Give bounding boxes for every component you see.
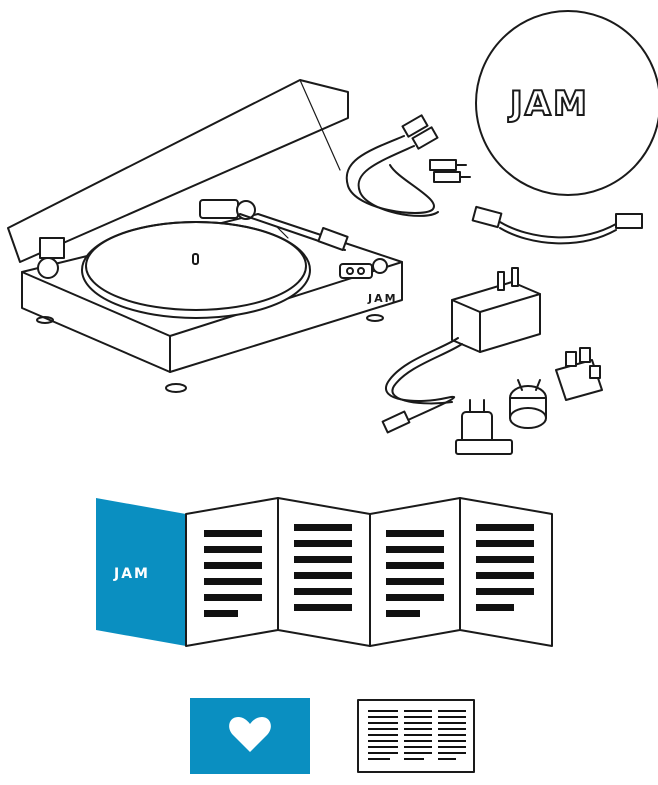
manual-page-1-text bbox=[204, 530, 262, 617]
rca-cable bbox=[345, 114, 471, 217]
text-lines-icon bbox=[368, 710, 466, 760]
usb-cable bbox=[471, 205, 643, 245]
eu-plug bbox=[455, 399, 513, 455]
manual-page-2-text bbox=[294, 524, 352, 611]
au-plug bbox=[509, 379, 547, 429]
heart-icon bbox=[229, 717, 271, 752]
info-sheet bbox=[357, 699, 475, 773]
manual-cover-logo: JAM bbox=[113, 566, 150, 582]
jam-slipmat-disc: JAM bbox=[475, 10, 658, 196]
turntable: JAM bbox=[7, 79, 403, 393]
manual-page-4-text bbox=[476, 524, 534, 611]
control-panel bbox=[37, 257, 388, 279]
manual-cover-panel bbox=[96, 498, 186, 646]
plug-adapters bbox=[455, 347, 603, 455]
power-adapter bbox=[381, 267, 541, 434]
platter bbox=[81, 221, 311, 319]
turntable-logo: JAM bbox=[367, 292, 398, 305]
warranty-card bbox=[190, 698, 310, 774]
dust-cover bbox=[7, 79, 349, 263]
disc-logo: JAM bbox=[508, 84, 589, 124]
uk-plug bbox=[555, 347, 603, 401]
quick-start-manual: JAM bbox=[96, 497, 553, 647]
manual-page-3-text bbox=[386, 530, 444, 617]
tonearm bbox=[199, 199, 349, 252]
